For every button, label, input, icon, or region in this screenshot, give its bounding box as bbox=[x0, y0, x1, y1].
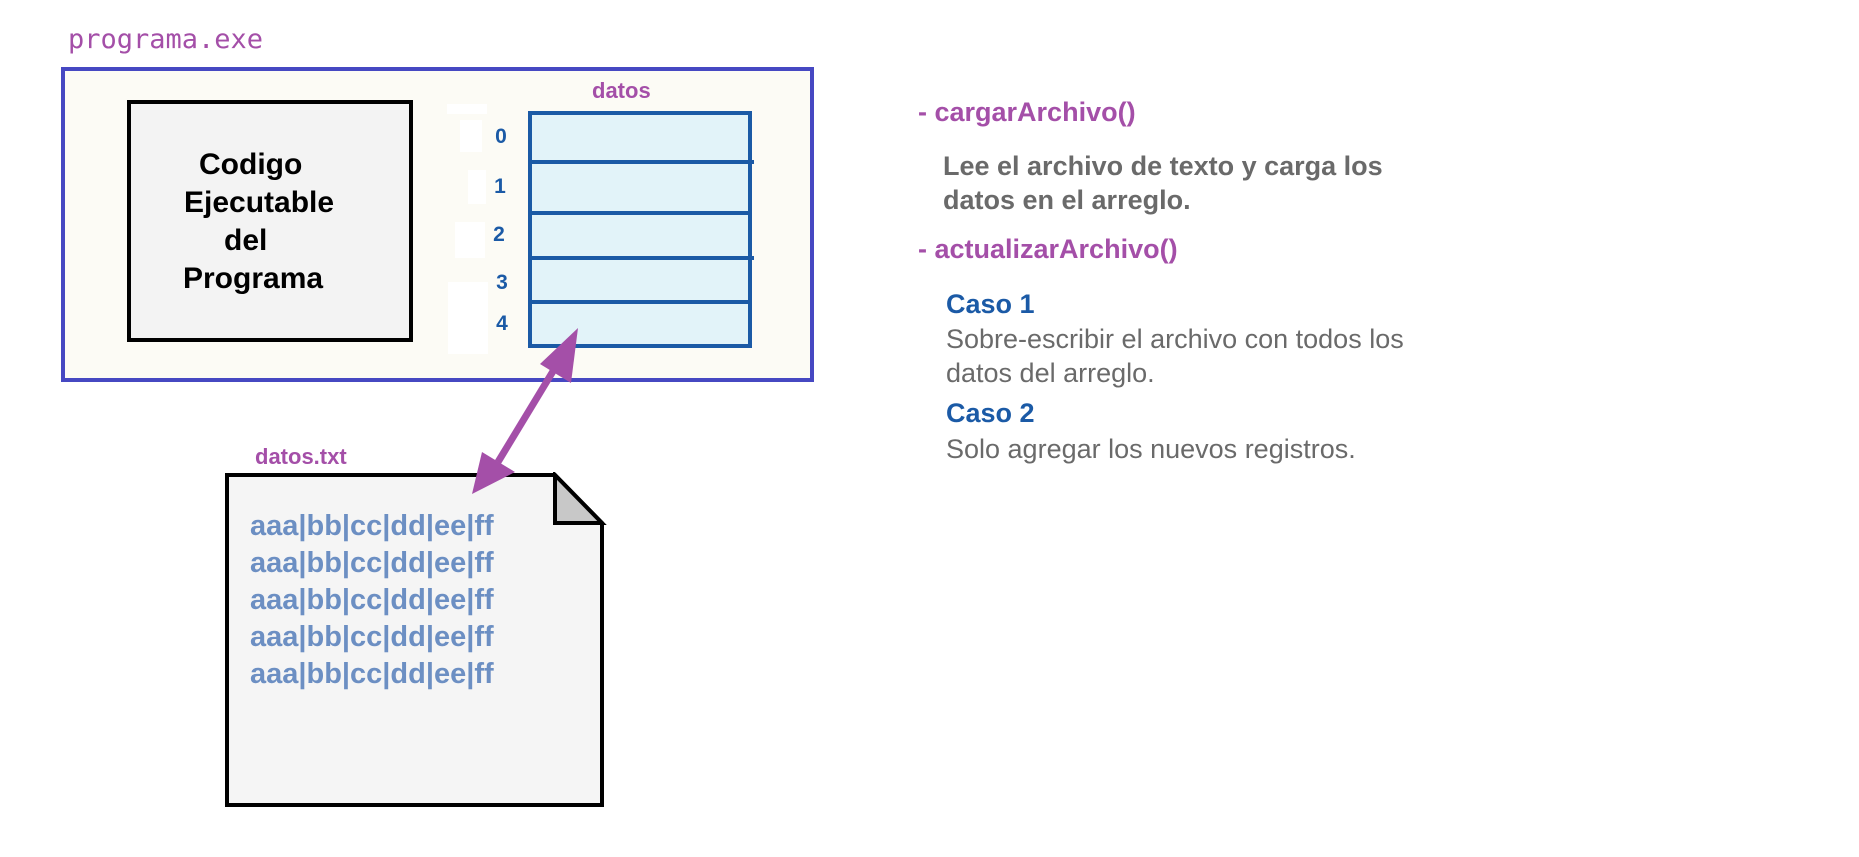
case-2-text: Solo agregar los nuevos registros. bbox=[946, 434, 1356, 464]
file-line: aaa|bb|cc|dd|ee|ff bbox=[250, 547, 494, 579]
code-line: Programa bbox=[183, 262, 324, 295]
array-index: 2 bbox=[493, 223, 505, 246]
smudge bbox=[455, 222, 485, 258]
code-line: Codigo bbox=[199, 148, 303, 181]
array-cell-divider bbox=[532, 256, 754, 260]
array-cell-divider bbox=[532, 300, 748, 304]
smudge bbox=[468, 170, 486, 204]
file-line: aaa|bb|cc|dd|ee|ff bbox=[250, 510, 494, 542]
array-cell-divider bbox=[532, 211, 748, 215]
program-title: programa.exe bbox=[68, 24, 264, 55]
smudge bbox=[447, 104, 487, 114]
array-index: 4 bbox=[496, 312, 508, 335]
file-line: aaa|bb|cc|dd|ee|ff bbox=[250, 621, 494, 653]
code-line: Ejecutable bbox=[184, 186, 335, 219]
case-1-text: Sobre-escribir el archivo con todos los bbox=[946, 324, 1404, 354]
array-label: datos bbox=[592, 78, 651, 103]
load-method-heading: - cargarArchivo() bbox=[918, 97, 1136, 127]
executable-code-box: Codigo Ejecutable del Programa bbox=[127, 100, 413, 342]
case-1-title: Caso 1 bbox=[946, 289, 1035, 319]
array-index: 0 bbox=[495, 125, 507, 148]
smudge bbox=[448, 282, 488, 354]
file-line: aaa|bb|cc|dd|ee|ff bbox=[250, 584, 494, 616]
file-label: datos.txt bbox=[255, 444, 347, 469]
file-line: aaa|bb|cc|dd|ee|ff bbox=[250, 658, 494, 690]
case-2-title: Caso 2 bbox=[946, 398, 1035, 428]
array-index: 1 bbox=[494, 175, 506, 198]
smudge bbox=[460, 120, 482, 152]
array-cell-divider bbox=[532, 160, 754, 164]
code-line: del bbox=[224, 224, 268, 257]
load-method-description: Lee el archivo de texto y carga los bbox=[943, 151, 1383, 181]
load-method-description: datos en el arreglo. bbox=[943, 185, 1191, 215]
array-index: 3 bbox=[496, 271, 508, 294]
update-method-heading: - actualizarArchivo() bbox=[918, 234, 1178, 264]
data-array bbox=[528, 111, 754, 348]
case-1-text: datos del arreglo. bbox=[946, 358, 1155, 388]
